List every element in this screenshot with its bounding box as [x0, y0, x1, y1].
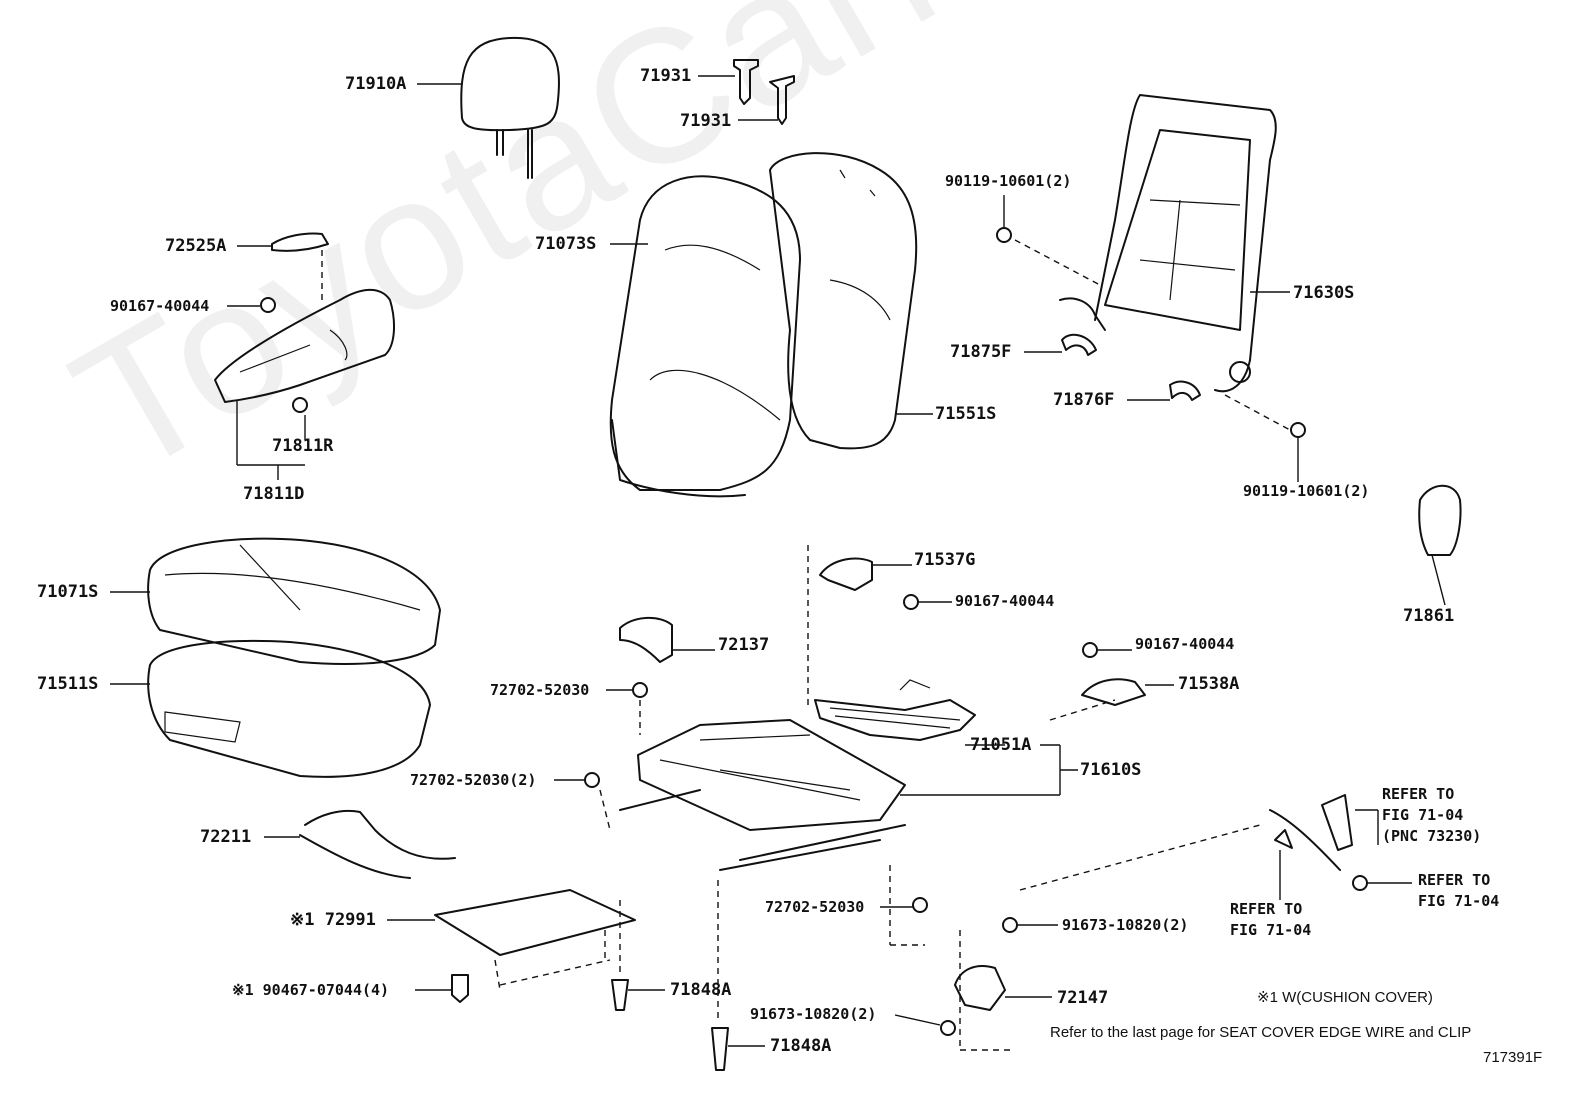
label-71511S: 71511S: [37, 674, 99, 694]
label-90167-right: 90167-40044: [1135, 635, 1235, 653]
bracket-72147: [894, 917, 1058, 1051]
label-72137: 72137: [718, 635, 770, 655]
headrest-71910A: [417, 36, 560, 179]
label-refer3-line2: FIG 71-04: [1230, 921, 1312, 939]
label-refer1-line3: (PNC 73230): [1382, 827, 1482, 845]
bolt-72702-52030: [880, 865, 928, 946]
label-71610S: 71610S: [1080, 760, 1142, 780]
label-refer3-line1: REFER TO: [1230, 900, 1303, 918]
label-72211: 72211: [200, 827, 252, 847]
cushion-cover-71071S: [110, 537, 441, 665]
label-72702-b: 72702-52030(2): [410, 771, 537, 789]
headrest-guides-71931: [698, 59, 795, 125]
label-90467: ※1 90467-07044(4): [232, 981, 390, 999]
seatback-pad-71551S: [769, 152, 933, 450]
label-91673-b: 91673-10820(2): [750, 1005, 877, 1023]
label-90167-left: 90167-40044: [110, 297, 210, 315]
label-71073S: 71073S: [535, 234, 597, 254]
cushion-pad-71511S: [110, 639, 431, 778]
label-71848A-a: 71848A: [670, 980, 732, 1000]
label-72702-c: 72702-52030: [765, 898, 865, 916]
label-72702-a: 72702-52030: [490, 681, 590, 699]
label-refer1-line2: FIG 71-04: [1382, 806, 1464, 824]
bushings-71875F-71876F: [1024, 333, 1201, 401]
label-71811D: 71811D: [243, 484, 305, 504]
label-71931-b: 71931: [680, 111, 732, 131]
label-71931-a: 71931: [640, 66, 692, 86]
label-72525A: 72525A: [165, 236, 227, 256]
seat-adjuster-71610S: [554, 682, 1078, 871]
label-90167-mid: 90167-40044: [955, 592, 1055, 610]
label-71876F: 71876F: [1053, 390, 1115, 410]
label-72991: ※1 72991: [290, 910, 376, 930]
cover-72137: [619, 616, 715, 663]
label-refer1-line1: REFER TO: [1382, 785, 1455, 803]
label-71910A: 71910A: [345, 74, 407, 94]
clips-71848A: [611, 880, 765, 1071]
label-90119-top: 90119-10601(2): [945, 172, 1072, 190]
label-71051A: 71051A: [970, 735, 1032, 755]
spring-71051A: [814, 679, 1005, 746]
note-diagram-code: 717391F: [1483, 1049, 1543, 1066]
label-71537G: 71537G: [914, 550, 976, 570]
bracket-71537G: [807, 545, 952, 705]
label-refer2-line2: FIG 71-04: [1418, 892, 1500, 910]
label-71071S: 71071S: [37, 582, 99, 602]
board-72991: [387, 889, 636, 1003]
label-71630S: 71630S: [1293, 283, 1355, 303]
seatback-frame-71630S: [996, 94, 1306, 482]
side-shield-71811R: [214, 288, 395, 480]
label-71538A: 71538A: [1178, 674, 1240, 694]
knob-72525A: [237, 232, 329, 305]
label-71811R: 71811R: [272, 436, 334, 456]
wire-72211: [264, 809, 456, 879]
label-71861: 71861: [1403, 606, 1455, 626]
label-91673-a: 91673-10820(2): [1062, 916, 1189, 934]
label-71875F: 71875F: [950, 342, 1012, 362]
seatback-cover-71073S: [609, 175, 801, 498]
label-90119-bottom: 90119-10601(2): [1243, 482, 1370, 500]
bracket-71538A: [1049, 642, 1174, 721]
label-72147: 72147: [1057, 988, 1109, 1008]
note-refer-last-page: Refer to the last page for SEAT COVER ED…: [1050, 1024, 1472, 1041]
seat-belt-buckle: [1019, 794, 1412, 900]
cover-71861: [1418, 484, 1462, 606]
label-71551S: 71551S: [935, 404, 997, 424]
label-refer2-line1: REFER TO: [1418, 871, 1491, 889]
label-71848A-b: 71848A: [770, 1036, 832, 1056]
note-cushion-cover: ※1 W(CUSHION COVER): [1257, 989, 1433, 1006]
